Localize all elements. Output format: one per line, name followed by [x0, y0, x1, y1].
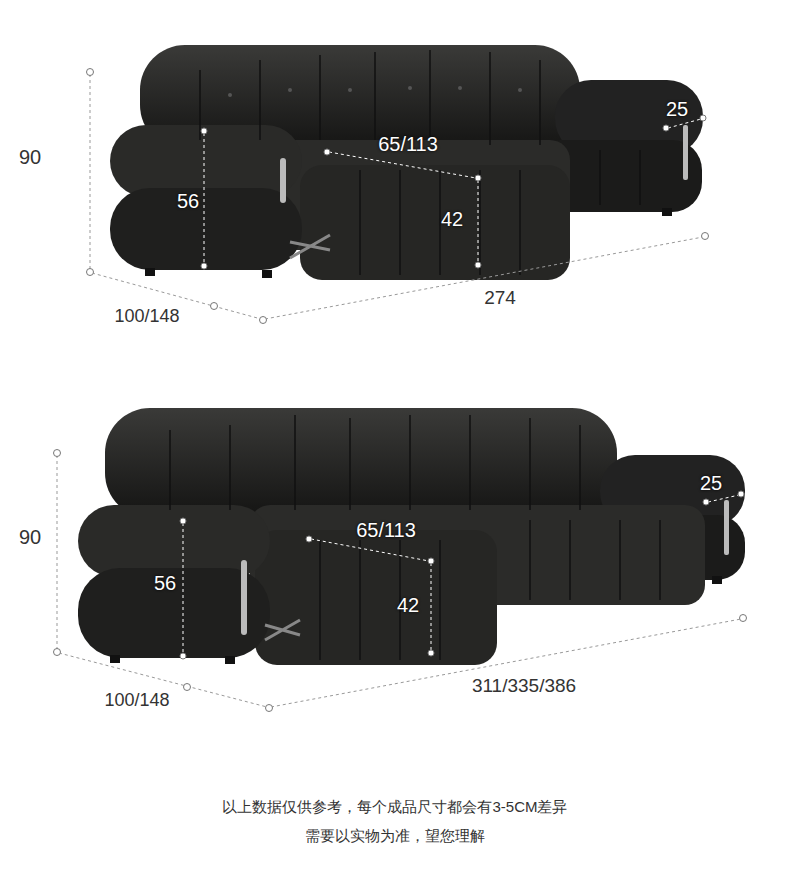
note-text: 需要以实物为准，望您理解 — [305, 828, 485, 845]
seat-height-dimension: 42 — [397, 594, 419, 616]
dimension-dots-bottom — [54, 450, 747, 712]
sofa-bottom — [78, 408, 745, 665]
note-text: 以上数据仅供参考，每个成品尺寸都会有3-5CM差异 — [222, 799, 567, 816]
depth-dimension: 100/148 — [104, 691, 169, 711]
arm-width-dimension: 25 — [700, 472, 722, 494]
width-dimension: 311/335/386 — [472, 676, 576, 697]
depth-dimension: 100/148 — [114, 307, 179, 327]
arm-width-dimension: 25 — [666, 98, 688, 120]
seat-depth-dimension: 65/113 — [378, 133, 438, 155]
width-dimension: 274 — [484, 288, 516, 309]
height-dimension: 90 — [19, 146, 41, 168]
dimension-lines-bottom — [57, 455, 741, 707]
seat-height-dimension: 42 — [441, 208, 463, 230]
dimension-dots-top — [87, 69, 709, 324]
sofa-top — [110, 45, 703, 280]
height-dimension: 90 — [19, 526, 41, 548]
arm-height-dimension: 56 — [154, 572, 176, 594]
seat-depth-dimension: 65/113 — [356, 519, 416, 541]
arm-height-dimension: 56 — [177, 190, 199, 212]
dimension-lines-top — [90, 74, 703, 319]
